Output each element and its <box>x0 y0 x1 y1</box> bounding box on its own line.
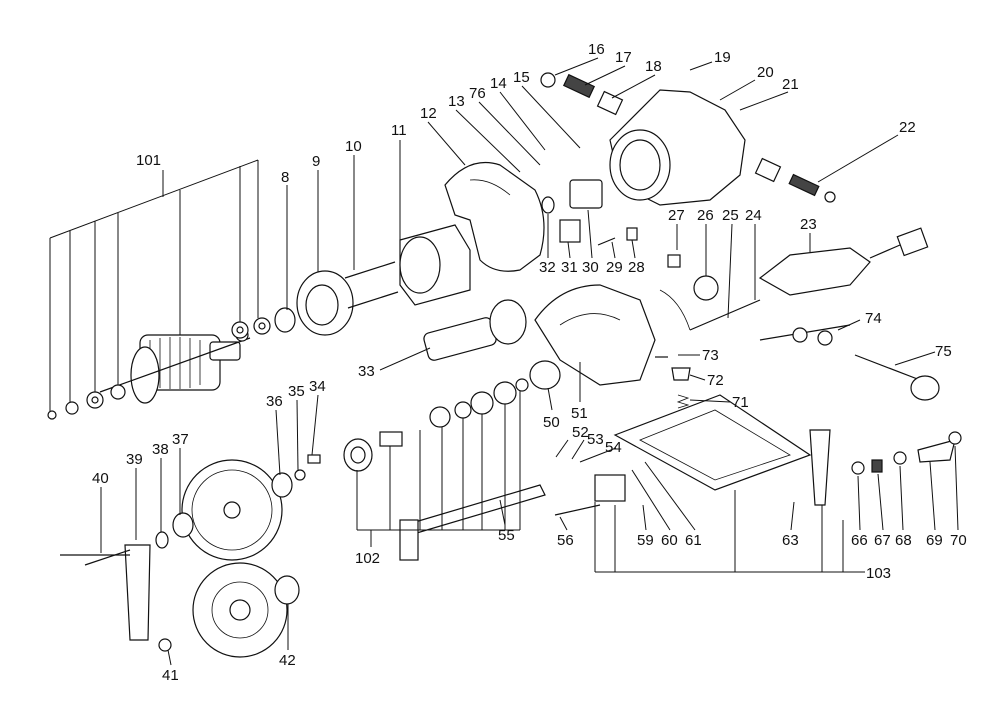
gear-shaft <box>423 299 527 361</box>
callout-76: 76 <box>469 85 486 102</box>
baffle-ring <box>296 270 354 336</box>
callout-37: 37 <box>172 431 189 448</box>
callout-30: 30 <box>582 259 599 276</box>
callout-labels: 101 8 9 10 11 12 13 76 14 15 16 17 18 19… <box>92 41 967 684</box>
callout-32: 32 <box>539 259 556 276</box>
guide-rod-parts <box>759 324 940 401</box>
leader-lines <box>49 57 959 666</box>
callout-68: 68 <box>895 532 912 549</box>
callout-12: 12 <box>420 105 437 122</box>
spindle-bearings <box>343 378 529 472</box>
callout-21: 21 <box>782 76 799 93</box>
stator <box>399 224 471 306</box>
callout-20: 20 <box>757 64 774 81</box>
callout-18: 18 <box>645 58 662 75</box>
callout-56: 56 <box>557 532 574 549</box>
callout-75: 75 <box>935 343 952 360</box>
callout-51: 51 <box>571 405 588 422</box>
stator-screws <box>344 261 399 309</box>
armature <box>99 328 251 404</box>
callout-25: 25 <box>722 207 739 224</box>
callout-10: 10 <box>345 138 362 155</box>
callout-14: 14 <box>490 75 507 92</box>
callout-11: 11 <box>391 122 407 139</box>
callout-24: 24 <box>745 207 762 224</box>
callout-63: 63 <box>782 532 799 549</box>
brush-assembly <box>754 157 836 203</box>
callout-26: 26 <box>697 207 714 224</box>
callout-28: 28 <box>628 259 645 276</box>
callout-59: 59 <box>637 532 654 549</box>
callout-27: 27 <box>668 207 685 224</box>
callout-33: 33 <box>358 363 375 380</box>
callout-42: 42 <box>279 652 296 669</box>
callout-9: 9 <box>312 153 320 170</box>
callout-74: 74 <box>865 310 882 327</box>
power-cord <box>758 227 929 296</box>
callout-101: 101 <box>136 152 161 169</box>
wrench-and-key <box>60 544 172 652</box>
callout-34: 34 <box>309 378 326 395</box>
callout-17: 17 <box>615 49 632 66</box>
clamp-parts <box>851 431 962 475</box>
callout-103: 103 <box>866 565 891 582</box>
depth-lever <box>809 429 831 506</box>
armature-washers <box>47 307 296 420</box>
callout-54: 54 <box>605 439 622 456</box>
callout-72: 72 <box>707 372 724 389</box>
callout-71: 71 <box>732 394 749 411</box>
segmented-blade <box>192 562 288 658</box>
callout-35: 35 <box>288 383 305 400</box>
callout-102: 102 <box>355 550 380 567</box>
callout-69: 69 <box>926 532 943 549</box>
callout-38: 38 <box>152 441 169 458</box>
callout-60: 60 <box>661 532 678 549</box>
callout-66: 66 <box>851 532 868 549</box>
callout-36: 36 <box>266 393 283 410</box>
callout-19: 19 <box>714 49 731 66</box>
handle-housing <box>444 161 545 272</box>
callout-22: 22 <box>899 119 916 136</box>
callout-50: 50 <box>543 414 560 431</box>
callout-29: 29 <box>606 259 623 276</box>
callout-52: 52 <box>572 424 589 441</box>
brush-holder-parts <box>540 72 624 116</box>
callout-61: 61 <box>685 532 702 549</box>
spring-knob-parts <box>655 356 691 409</box>
callout-23: 23 <box>800 216 817 233</box>
diamond-blade <box>181 459 283 561</box>
callout-55: 55 <box>498 527 515 544</box>
callout-67: 67 <box>874 532 891 549</box>
part-shapes <box>47 72 962 658</box>
callout-70: 70 <box>950 532 967 549</box>
callout-39: 39 <box>126 451 143 468</box>
callout-31: 31 <box>561 259 578 276</box>
small-fittings <box>597 227 719 301</box>
callout-16: 16 <box>588 41 605 58</box>
callout-73: 73 <box>702 347 719 364</box>
callout-53: 53 <box>587 431 604 448</box>
rip-fence <box>399 484 546 561</box>
callout-41: 41 <box>162 667 179 684</box>
callout-8: 8 <box>281 169 289 186</box>
callout-15: 15 <box>513 69 530 86</box>
callout-40: 40 <box>92 470 109 487</box>
gear-cover <box>529 284 656 390</box>
base-plate <box>554 394 812 516</box>
blade-flanges <box>155 454 321 605</box>
callout-13: 13 <box>448 93 465 110</box>
switch-parts <box>541 179 603 243</box>
motor-housing <box>609 89 746 206</box>
